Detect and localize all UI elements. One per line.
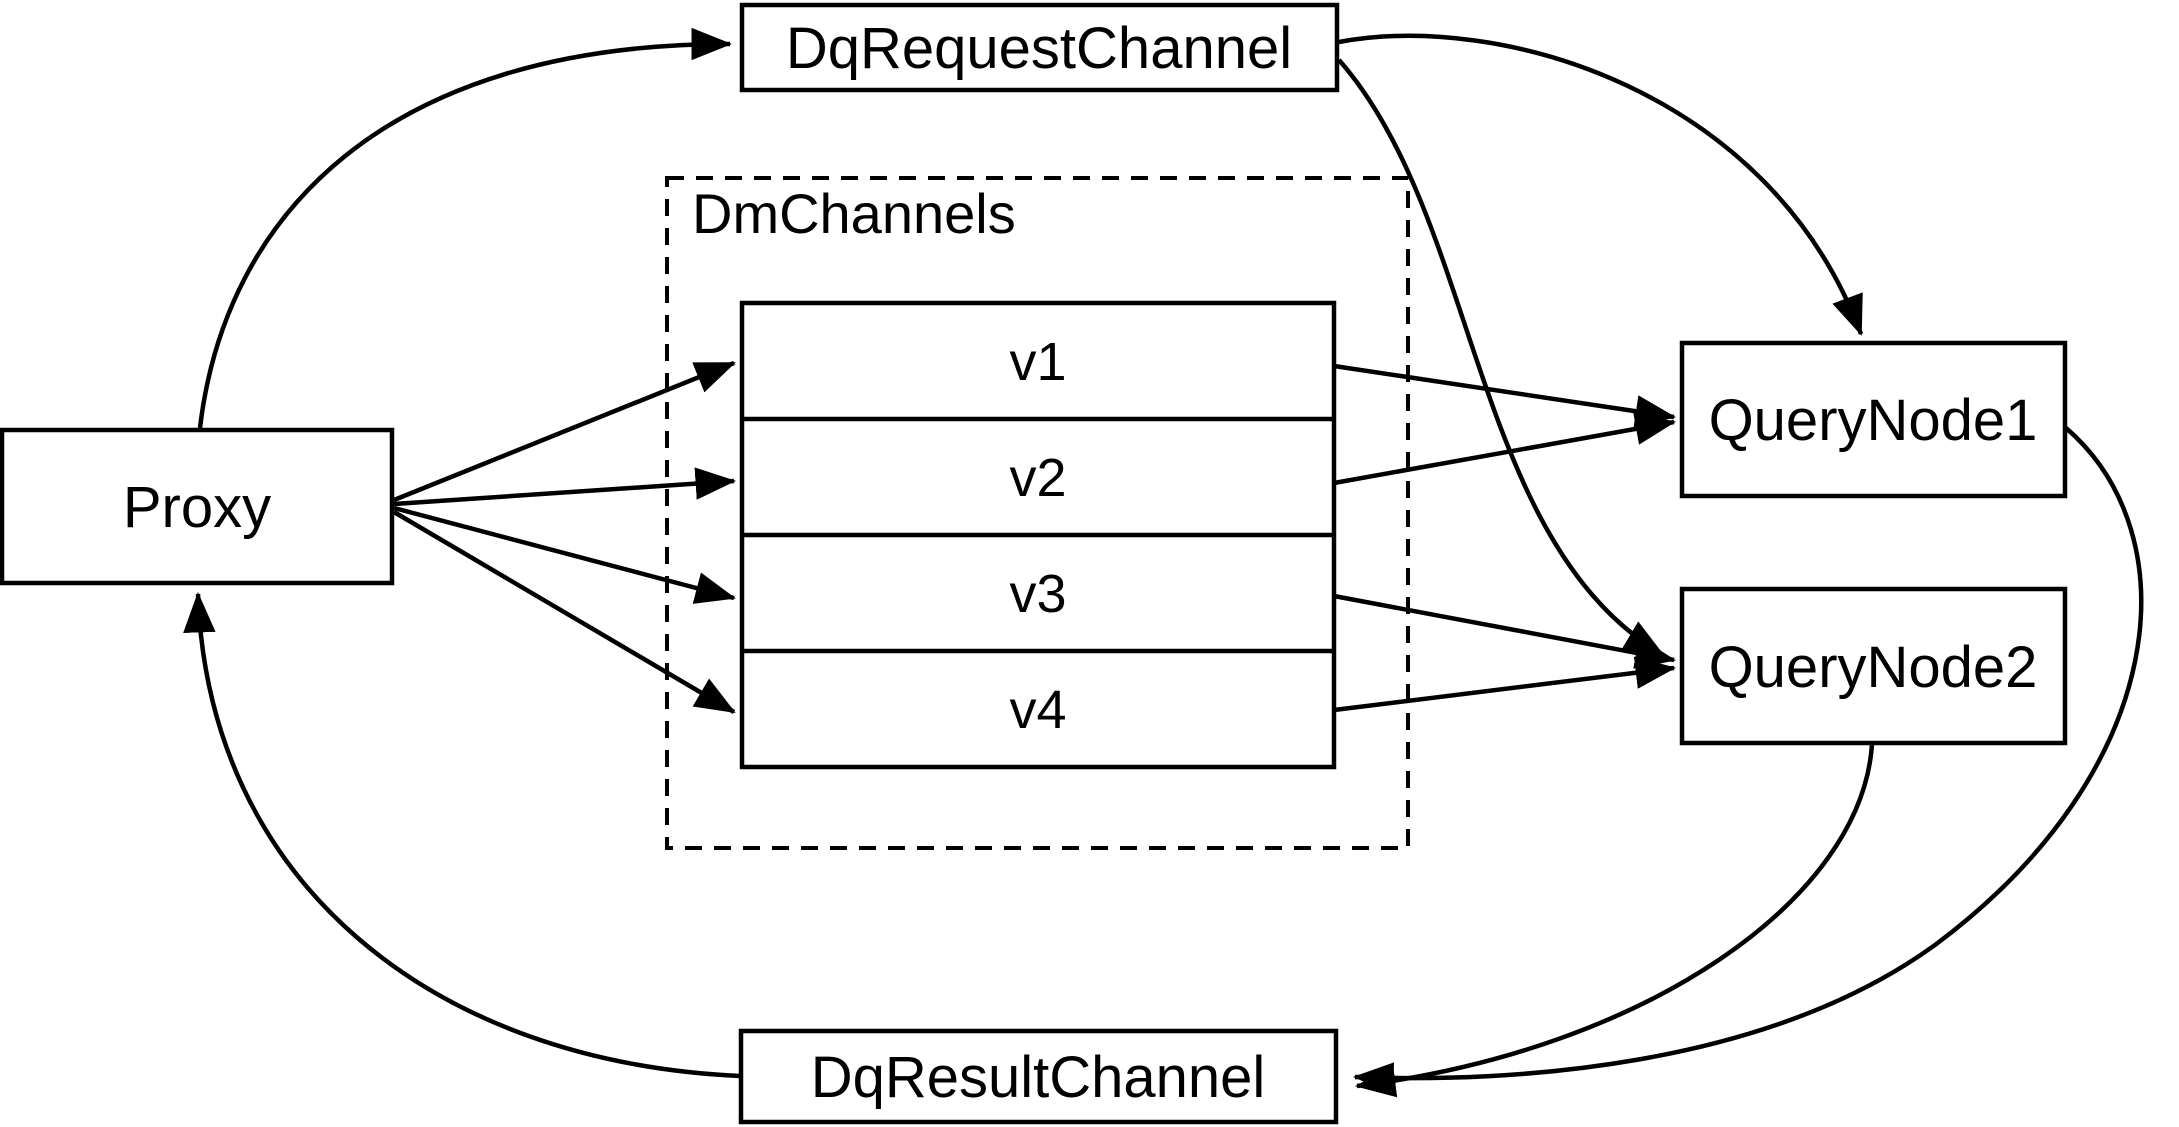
dmchannels-label: DmChannels (692, 182, 1016, 245)
querynode1-label: QueryNode1 (1709, 388, 2038, 453)
edge-querynode1-to-dqresultchannel (1352, 426, 2144, 1095)
querynode2-box (1679, 586, 2068, 746)
querynode1-box (1679, 340, 2068, 499)
edge-v3-to-querynode2 (1333, 593, 1676, 669)
proxy-node: Proxy (0, 427, 395, 586)
proxy-label: Proxy (123, 475, 271, 540)
edge-proxy-to-v3 (393, 505, 736, 604)
edge-dqrequestchannel-to-querynode1 (1338, 33, 1864, 336)
querynode2-node: QueryNode2 (1679, 586, 2068, 746)
edge-v4-to-querynode2 (1333, 656, 1677, 713)
channel-row-v2: v2 (1009, 448, 1066, 508)
dmchannels-table: v1 v2 v3 v4 (739, 300, 1337, 770)
channel-row-v3: v3 (1009, 564, 1066, 624)
edge-proxy-to-v4 (392, 510, 736, 714)
edge-v1-to-querynode1 (1333, 363, 1677, 428)
dqrequestchannel-box (739, 2, 1340, 93)
querynode1-node: QueryNode1 (1679, 340, 2068, 499)
dqrequestchannel-label: DqRequestChannel (786, 16, 1292, 81)
edge-proxy-to-v1 (393, 360, 736, 503)
edges (183, 27, 2144, 1098)
dmchannels-group: DmChannels v1 v2 v3 v4 (665, 176, 1410, 850)
proxy-box (0, 427, 395, 586)
edge-proxy-to-v2 (393, 467, 737, 507)
edge-querynode2-to-dqresultchannel (1354, 743, 1875, 1098)
querynode2-label: QueryNode2 (1709, 635, 2038, 700)
edge-v2-to-querynode1 (1333, 412, 1676, 486)
edge-dqresultchannel-to-proxy (183, 591, 741, 1079)
dqrequestchannel-node: DqRequestChannel (739, 2, 1340, 93)
channel-row-v1: v1 (1009, 332, 1066, 392)
dqresultchannel-node: DqResultChannel (738, 1028, 1339, 1125)
edge-dqrequestchannel-to-querynode2 (1337, 58, 1665, 657)
edge-proxy-to-dqrequestchannel (197, 27, 733, 429)
channel-row-v4: v4 (1009, 680, 1066, 740)
dqresultchannel-box (738, 1028, 1339, 1125)
dmchannels-dashed-box (665, 176, 1410, 850)
dqresultchannel-label: DqResultChannel (811, 1045, 1266, 1110)
